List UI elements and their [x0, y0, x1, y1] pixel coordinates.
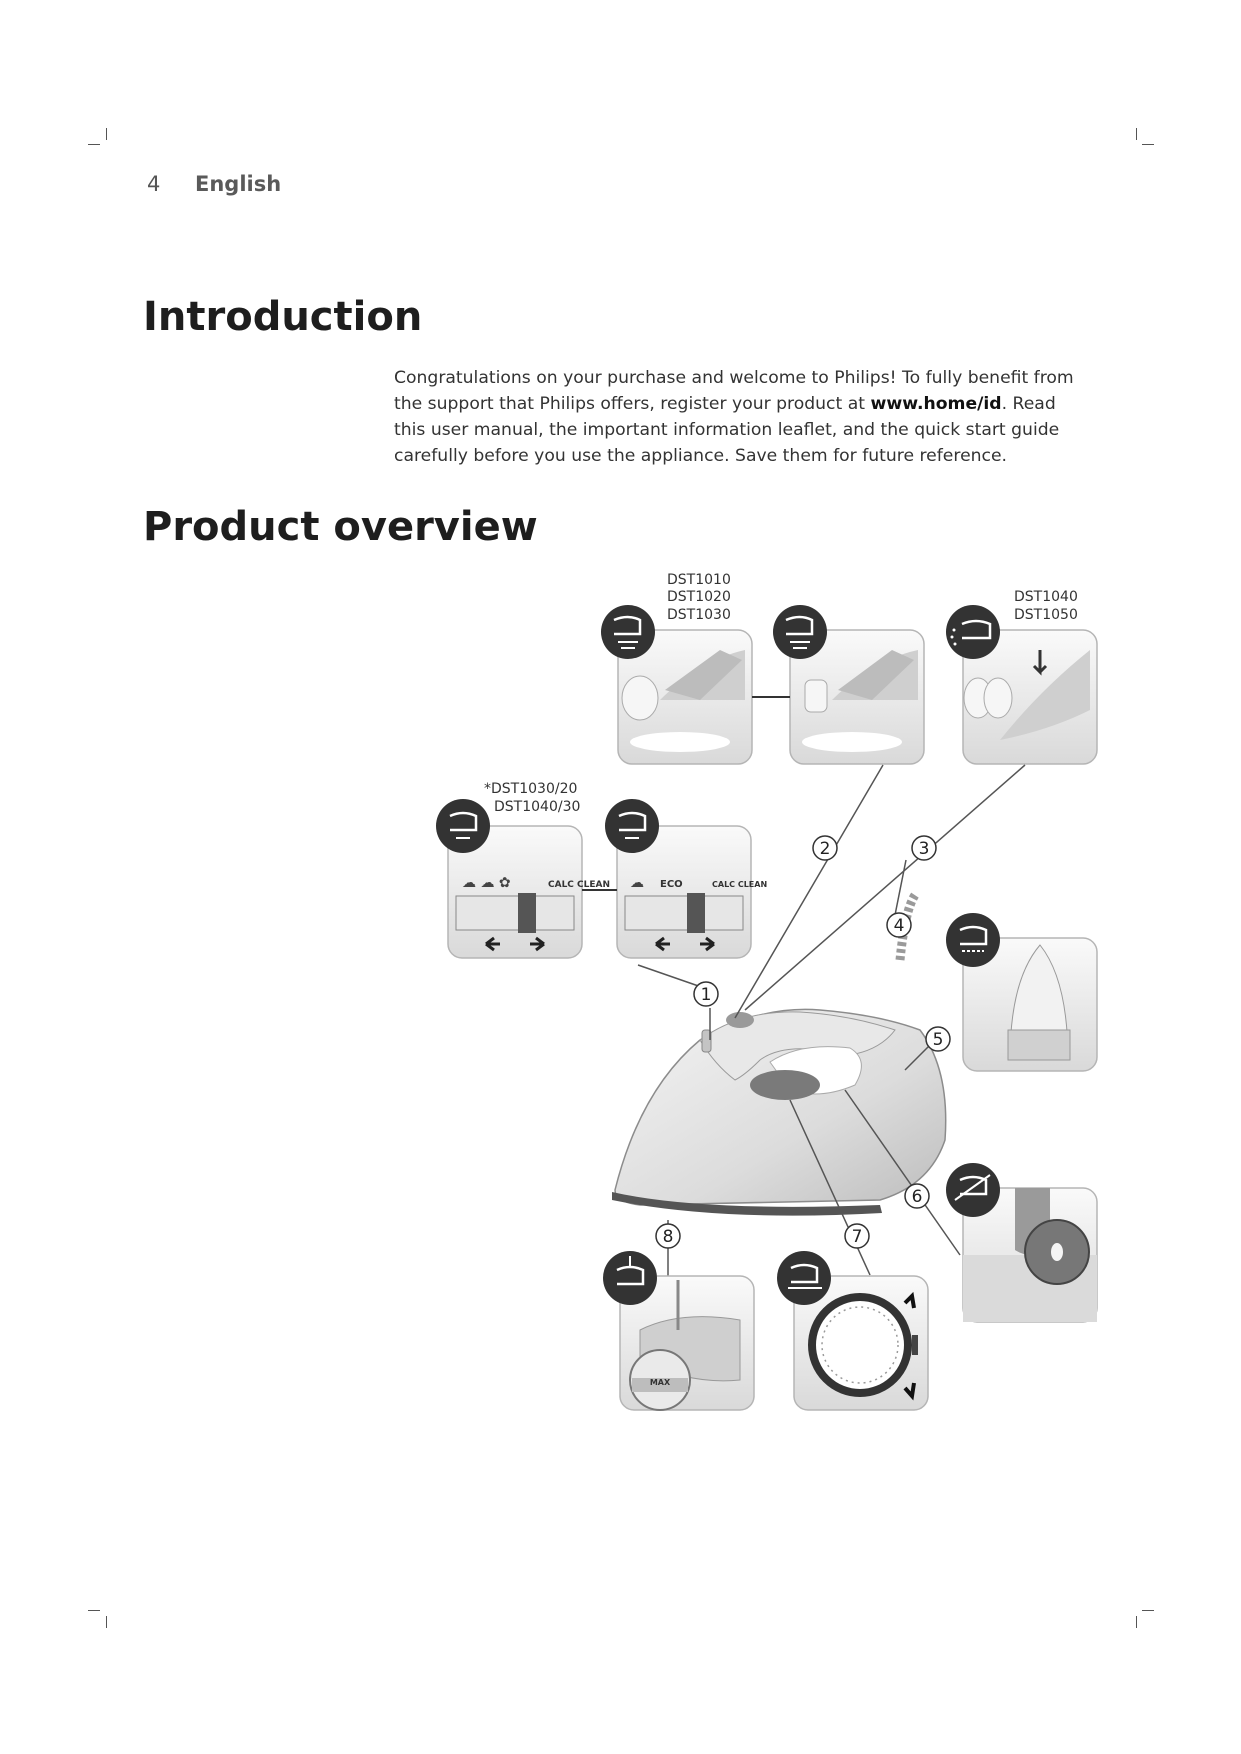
intro-line-3: this user manual, the important informat… — [394, 420, 1060, 440]
callout-1: 1 — [693, 981, 719, 1007]
introduction-body: Congratulations on your purchase and wel… — [394, 365, 1124, 469]
svg-text:2: 2 — [820, 839, 831, 859]
steam-control-icon — [605, 799, 659, 853]
crop-mark-br-v — [1136, 1616, 1137, 1628]
temperature-dial — [750, 1070, 820, 1100]
svg-text:3: 3 — [919, 839, 930, 859]
temperature-dial-icon — [777, 1251, 831, 1305]
crop-mark-bl-v — [106, 1616, 107, 1628]
max-label: MAX — [650, 1378, 671, 1387]
crop-mark-br-h — [1142, 1610, 1154, 1611]
intro-line-2-after: . Read — [1001, 394, 1056, 414]
model-group-left: *DST1030/20 DST1040/30 — [484, 781, 580, 815]
steam-burst-icon — [601, 605, 655, 659]
spray-button — [726, 1012, 754, 1028]
temperature-light-icon — [946, 1163, 1000, 1217]
steam-control-icon — [436, 799, 490, 853]
register-link[interactable]: www.home/id — [870, 394, 1002, 414]
callout-8: 8 — [655, 1223, 681, 1249]
slide-arrows-icon — [655, 936, 715, 952]
callout-7: 7 — [844, 1223, 870, 1249]
intro-line-2: the support that Philips offers, registe… — [394, 391, 1124, 417]
steam-level-symbols: ☁ ☁ ✿ — [462, 875, 511, 891]
panel-water-tank: MAX — [619, 1275, 755, 1411]
svg-text:6: 6 — [912, 1187, 923, 1207]
callout-3: 3 — [911, 835, 937, 861]
soleplate — [612, 1192, 882, 1216]
panel-steam-control-eco: ECO CALC CLEAN ☁ — [616, 825, 767, 959]
page-number: 4 — [147, 172, 161, 196]
steam-burst-icon — [773, 605, 827, 659]
svg-text:7: 7 — [852, 1227, 863, 1247]
model-group-top-left: DST1010 DST1020 DST1030 — [667, 572, 731, 623]
soleplate-icon — [946, 913, 1000, 967]
crop-mark-tr-v — [1136, 128, 1137, 140]
model-label: DST1040/30 — [494, 799, 580, 815]
intro-line-4: carefully before you use the appliance. … — [394, 446, 1008, 466]
panel-steam-control: CALC CLEAN ☁ ☁ ✿ — [447, 825, 610, 959]
crop-mark-tl-h — [88, 144, 100, 145]
model-label: DST1020 — [667, 589, 731, 605]
panel-temperature-light — [962, 1187, 1098, 1323]
steam-level-symbols: ☁ — [630, 875, 644, 891]
product-overview-heading: Product overview — [143, 504, 538, 550]
panel-temperature-dial — [793, 1275, 929, 1411]
model-label: *DST1030/20 — [484, 781, 577, 797]
svg-text:1: 1 — [701, 985, 712, 1005]
power-cord — [895, 892, 919, 961]
slide-arrows-icon — [485, 936, 545, 952]
spray-icon — [946, 605, 1000, 659]
svg-text:8: 8 — [663, 1227, 674, 1247]
panel-soleplate — [962, 937, 1098, 1072]
introduction-heading: Introduction — [143, 294, 423, 340]
eco-label: ECO — [660, 879, 683, 890]
callout-4: 4 — [886, 912, 912, 938]
model-label: DST1050 — [1014, 607, 1078, 623]
panel-steam-burst-alt — [789, 629, 925, 765]
callout-6: 6 — [904, 1183, 930, 1209]
svg-text:4: 4 — [894, 916, 905, 936]
steam-slider — [701, 1029, 712, 1053]
page-header: 4 English — [147, 172, 281, 196]
panel-spray — [962, 629, 1098, 765]
model-group-top-right: DST1040 DST1050 — [1014, 589, 1078, 623]
model-label: DST1040 — [1014, 589, 1078, 605]
calc-clean-label: CALC CLEAN — [712, 880, 767, 889]
calc-clean-label: CALC CLEAN — [548, 880, 610, 890]
steam-iron-illustration — [612, 892, 947, 1216]
panel-steam-burst — [617, 629, 753, 765]
intro-line-1: Congratulations on your purchase and wel… — [394, 368, 1074, 388]
model-label: DST1030 — [667, 607, 731, 623]
crop-mark-tl-v — [106, 128, 107, 140]
crop-mark-bl-h — [88, 1610, 100, 1611]
svg-text:5: 5 — [933, 1030, 944, 1050]
language-label: English — [195, 172, 282, 196]
crop-mark-tr-h — [1142, 144, 1154, 145]
water-fill-icon — [603, 1251, 657, 1305]
callout-5: 5 — [925, 1026, 951, 1052]
model-label: DST1010 — [667, 572, 731, 588]
callout-2: 2 — [812, 835, 838, 861]
intro-line-2-text: the support that Philips offers, registe… — [394, 394, 871, 414]
